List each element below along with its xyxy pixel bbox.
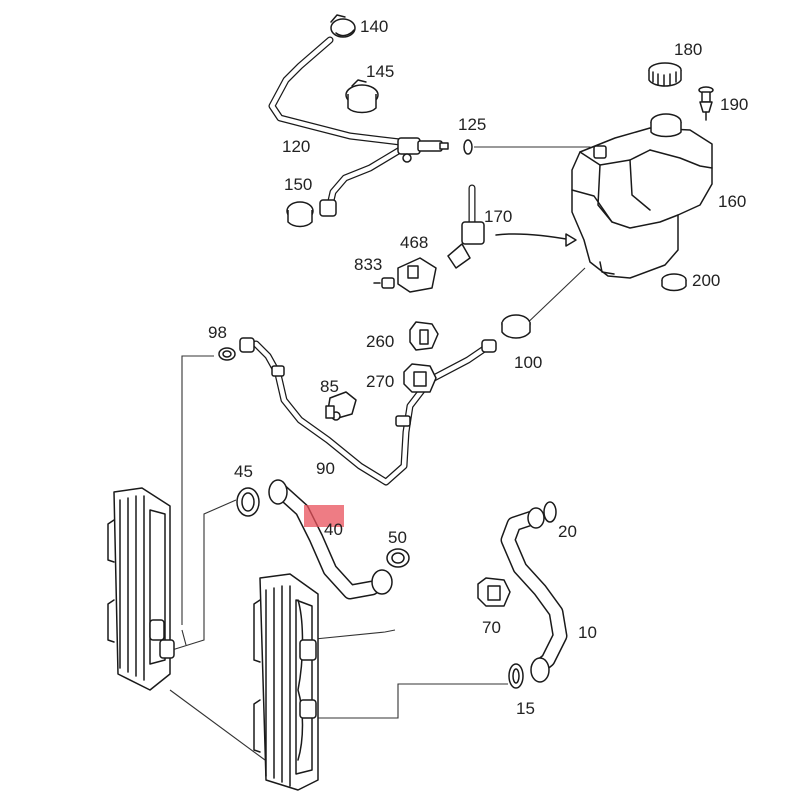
bracket-85[interactable] <box>325 391 357 421</box>
label-98[interactable]: 98 <box>208 323 227 342</box>
label-120[interactable]: 120 <box>282 137 310 156</box>
pipe-90[interactable] <box>239 337 497 486</box>
label-20[interactable]: 20 <box>558 522 577 541</box>
label-45[interactable]: 45 <box>234 462 253 481</box>
radiator-back[interactable] <box>107 487 175 691</box>
clip-260[interactable] <box>409 321 439 351</box>
label-15[interactable]: 15 <box>516 699 535 718</box>
highlight-marker <box>304 505 344 527</box>
pin-833[interactable] <box>373 277 395 289</box>
label-170[interactable]: 170 <box>484 207 512 226</box>
label-200[interactable]: 200 <box>692 271 720 290</box>
leader-lines <box>169 146 591 761</box>
label-145[interactable]: 145 <box>366 62 394 81</box>
label-270[interactable]: 270 <box>366 372 394 391</box>
label-85[interactable]: 85 <box>320 377 339 396</box>
clamp-145[interactable] <box>345 79 379 114</box>
seal-20[interactable] <box>543 501 557 523</box>
label-40[interactable]: 40 <box>324 520 343 539</box>
clamp-140[interactable] <box>330 14 356 38</box>
cap-180[interactable] <box>648 62 682 87</box>
bolt-190[interactable] <box>698 86 714 121</box>
label-180[interactable]: 180 <box>674 40 702 59</box>
label-468[interactable]: 468 <box>400 233 428 252</box>
label-50[interactable]: 50 <box>388 528 407 547</box>
connector-468[interactable] <box>397 257 437 293</box>
radiator-front[interactable] <box>253 573 319 791</box>
hose-40[interactable] <box>268 479 393 600</box>
label-90[interactable]: 90 <box>316 459 335 478</box>
label-125[interactable]: 125 <box>458 115 486 134</box>
o-ring-125[interactable] <box>463 139 473 155</box>
seal-45[interactable] <box>236 487 260 517</box>
clamp-70[interactable] <box>477 577 511 607</box>
label-100[interactable]: 100 <box>514 353 542 372</box>
label-70[interactable]: 70 <box>482 618 501 637</box>
clip-270[interactable] <box>403 363 437 393</box>
hose-120[interactable] <box>268 36 449 209</box>
label-190[interactable]: 190 <box>720 95 748 114</box>
level-sensor-170[interactable] <box>447 184 577 269</box>
label-10[interactable]: 10 <box>578 623 597 642</box>
label-160[interactable]: 160 <box>718 192 746 211</box>
label-833[interactable]: 833 <box>354 255 382 274</box>
part-labels: 140 145 120 125 150 180 190 160 170 468 … <box>208 17 748 718</box>
seal-15[interactable] <box>508 663 524 689</box>
clamp-150[interactable] <box>286 199 337 228</box>
label-150[interactable]: 150 <box>284 175 312 194</box>
label-260[interactable]: 260 <box>366 332 394 351</box>
clamp-100[interactable] <box>501 314 531 339</box>
seal-50[interactable] <box>386 548 410 568</box>
expansion-tank-160[interactable] <box>571 113 713 279</box>
grommet-200[interactable] <box>661 273 687 292</box>
hose-10[interactable] <box>500 507 568 683</box>
seal-98[interactable] <box>218 347 236 361</box>
label-140[interactable]: 140 <box>360 17 388 36</box>
